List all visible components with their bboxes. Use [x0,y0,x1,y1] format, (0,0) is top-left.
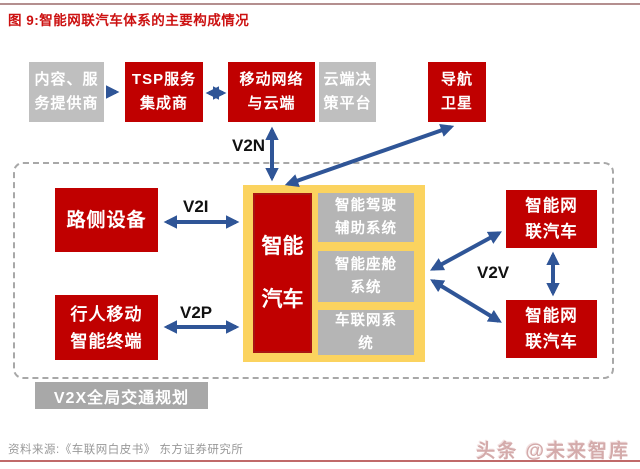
icv-bottom-line1: 智能网 [525,307,578,325]
bottom-rule [0,460,640,462]
icv-bottom-line2: 联汽车 [525,333,578,351]
content-provider-line1: 内容、服 [34,71,99,88]
pedestrian-line1: 行人移动 [70,304,143,324]
nav-satellite-box: 导航 卫星 [428,62,486,122]
nav-satellite-line1: 导航 [440,71,473,88]
telematics-box: 车联网系 统 [318,310,414,355]
smart-car-line1: 智能 [261,234,304,258]
icv-top-line1: 智能网 [525,197,578,215]
tsp-box: TSP服务 集成商 [125,62,203,122]
icv-bottom-box: 智能网 联汽车 [506,300,597,358]
cockpit-box: 智能座舱 系统 [318,251,414,302]
v2p-label: V2P [180,303,213,322]
mobile-network-box: 移动网络 与云端 [228,62,315,122]
icv-top-box: 智能网 联汽车 [506,190,597,248]
roadside-label: 路侧设备 [66,209,147,231]
v2n-label: V2N [232,136,266,155]
content-provider-box: 内容、服 务提供商 [29,62,104,122]
v2x-plan-label: V2X全局交通规划 [53,389,190,407]
top-rule [0,3,640,5]
figure-title: 图 9:智能网联汽车体系的主要构成情况 [8,13,250,28]
v2v-label: V2V [477,263,510,282]
adas-line2: 辅助系统 [335,220,397,237]
roadside-box: 路侧设备 [55,188,158,252]
pedestrian-box: 行人移动 智能终端 [55,295,158,360]
tsp-line1: TSP服务 [131,71,197,88]
telematics-line2: 统 [358,335,374,352]
cloud-platform-line1: 云端决 [323,71,372,88]
cockpit-line2: 系统 [350,279,382,296]
telematics-line1: 车联网系 [335,312,397,329]
adas-line1: 智能驾驶 [335,197,397,214]
mobile-network-line1: 移动网络 [239,71,304,88]
v2i-label: V2I [183,197,209,216]
nav-satellite-line2: 卫星 [440,95,473,112]
tsp-line2: 集成商 [139,95,188,112]
smart-car-line2: 汽车 [261,287,304,311]
cloud-platform-box: 云端决 策平台 [319,62,376,122]
source-note: 资料来源:《车联网白皮书》 东方证券研究所 [8,444,244,456]
adas-box: 智能驾驶 辅助系统 [318,193,414,242]
watermark: 头条 @未来智库 [476,441,630,462]
mobile-network-line2: 与云端 [247,95,296,112]
cloud-platform-line2: 策平台 [323,95,372,112]
pedestrian-line2: 智能终端 [70,331,143,351]
icv-top-line2: 联汽车 [525,223,578,241]
cockpit-line1: 智能座舱 [335,256,397,273]
content-provider-line2: 务提供商 [34,95,99,112]
smart-car-box: 智能 汽车 [253,193,312,353]
v2x-plan-box: V2X全局交通规划 [35,382,208,409]
